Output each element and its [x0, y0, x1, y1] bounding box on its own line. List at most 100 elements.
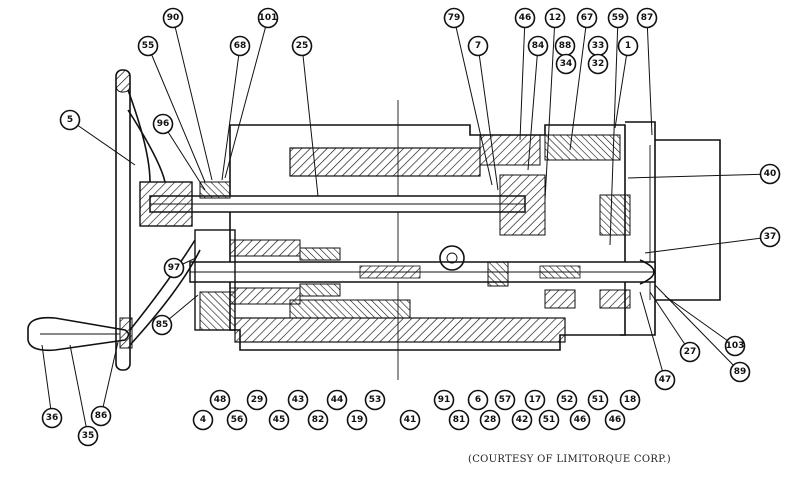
callout-label: 56	[231, 415, 244, 425]
callout-32: 32	[587, 53, 609, 75]
callout-48: 48	[209, 389, 231, 411]
callout-33: 33	[587, 35, 609, 57]
callout-circle	[433, 389, 455, 411]
callout-label: 12	[549, 13, 562, 23]
callout-label: 51	[543, 415, 556, 425]
callout-circle	[246, 389, 268, 411]
callout-circle	[467, 389, 489, 411]
callout-41: 41	[399, 409, 421, 431]
callout-57: 57	[494, 389, 516, 411]
callout-circle	[41, 407, 63, 429]
callout-label: 7	[475, 41, 481, 51]
callout-18: 18	[619, 389, 641, 411]
callout-circle	[137, 35, 159, 57]
callout-103: 103	[724, 335, 746, 357]
callout-circle	[151, 314, 173, 336]
callout-label: 57	[499, 395, 512, 405]
callout-circle	[291, 35, 313, 57]
callout-circle	[654, 369, 676, 391]
callout-label: 85	[156, 320, 169, 330]
callout-label: 46	[609, 415, 622, 425]
callout-59: 59	[607, 7, 629, 29]
callout-90: 90	[162, 7, 184, 29]
callout-label: 40	[764, 169, 777, 179]
callout-label: 33	[592, 41, 605, 51]
drive-shaft	[189, 259, 656, 285]
callout-circle	[511, 409, 533, 431]
callout-label: 25	[296, 41, 309, 51]
callout-34: 34	[555, 53, 577, 75]
callout-circle	[604, 409, 626, 431]
callout-circle	[364, 389, 386, 411]
callout-label: 42	[516, 415, 529, 425]
callout-84: 84	[527, 35, 549, 57]
callout-87: 87	[636, 7, 658, 29]
callout-19: 19	[346, 409, 368, 431]
callout-label: 81	[453, 415, 466, 425]
callout-label: 35	[82, 431, 95, 441]
main-housing	[229, 124, 626, 351]
callout-label: 34	[560, 59, 573, 69]
callout-label: 79	[448, 13, 461, 23]
callout-label: 53	[369, 395, 382, 405]
callout-circle	[569, 409, 591, 431]
callout-label: 91	[438, 395, 451, 405]
callout-86: 86	[90, 405, 112, 427]
callout-97: 97	[163, 257, 185, 279]
callout-label: 47	[659, 375, 672, 385]
callout-circle	[544, 7, 566, 29]
callout-circle	[556, 389, 578, 411]
callout-52: 52	[556, 389, 578, 411]
callout-circle	[152, 113, 174, 135]
callout-circle	[636, 7, 658, 29]
callout-label: 32	[592, 59, 605, 69]
callout-label: 67	[581, 13, 594, 23]
callout-label: 55	[142, 41, 155, 51]
callout-circle	[192, 409, 214, 431]
callout-56: 56	[226, 409, 248, 431]
callout-circle	[448, 409, 470, 431]
callout-circle	[399, 409, 421, 431]
callout-circle	[467, 35, 489, 57]
callout-circle	[443, 7, 465, 29]
callout-circle	[163, 257, 185, 279]
callout-circle	[607, 7, 629, 29]
callout-101: 101	[257, 7, 279, 29]
handwheel	[115, 69, 201, 371]
callout-label: 28	[484, 415, 497, 425]
callout-label: 1	[625, 41, 631, 51]
callout-circle	[617, 35, 639, 57]
callout-89: 89	[729, 361, 751, 383]
callout-42: 42	[511, 409, 533, 431]
callout-circle	[59, 109, 81, 131]
callout-53: 53	[364, 389, 386, 411]
callout-28: 28	[479, 409, 501, 431]
callout-circle	[209, 389, 231, 411]
callout-44: 44	[326, 389, 348, 411]
callout-circle	[494, 389, 516, 411]
callout-25: 25	[291, 35, 313, 57]
callout-label: 51	[592, 395, 605, 405]
callout-label: 103	[726, 341, 745, 351]
callout-label: 87	[641, 13, 654, 23]
callout-circle	[77, 425, 99, 447]
callout-circle	[479, 409, 501, 431]
callout-label: 97	[168, 263, 181, 273]
gear-assembly	[439, 174, 631, 309]
callout-36: 36	[41, 407, 63, 429]
callout-circle	[326, 389, 348, 411]
callout-circle	[346, 409, 368, 431]
callout-label: 29	[251, 395, 264, 405]
callout-27: 27	[679, 341, 701, 363]
callout-51: 51	[587, 389, 609, 411]
callout-45: 45	[268, 409, 290, 431]
callout-label: 19	[351, 415, 364, 425]
callout-circle	[514, 7, 536, 29]
callout-4: 4	[192, 409, 214, 431]
callout-label: 90	[167, 13, 180, 23]
callout-label: 27	[684, 347, 697, 357]
callout-circle	[287, 389, 309, 411]
callout-68: 68	[229, 35, 251, 57]
callout-label: 101	[259, 13, 278, 23]
